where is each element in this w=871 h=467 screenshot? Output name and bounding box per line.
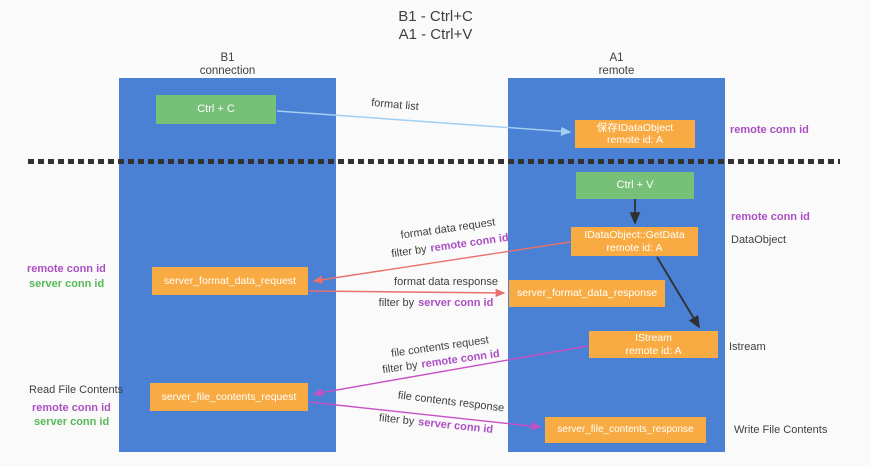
lane-a1-role: remote [598, 65, 635, 77]
ctrl-c-label: Ctrl + C [197, 103, 235, 116]
server-file-contents-request-box: server_file_contents_request [150, 383, 308, 411]
istream-line2: remote id: A [625, 344, 682, 357]
lane-a1-name: A1 [609, 52, 624, 64]
format-request-label: server_format_data_request [164, 274, 296, 287]
ctrl-v-box: Ctrl + V [576, 172, 694, 199]
dataobject-label: DataObject [731, 234, 787, 246]
save-idataobject-box: 保存IDataObject remote id: A [575, 120, 695, 148]
file-request-label: server_file_contents_request [161, 390, 297, 403]
format-data-response-label: format data response [394, 276, 498, 288]
save-idataobject-line1: 保存IDataObject [596, 121, 674, 134]
idataobject-getdata-box: IDataObject::GetData remote id: A [571, 227, 698, 256]
read-server-conn-id: server conn id [34, 416, 110, 428]
server-conn-id-text: server conn id [418, 297, 494, 309]
filter-by-text: filter by [381, 359, 419, 377]
ctrl-c-box: Ctrl + C [156, 95, 276, 124]
format-response-label: server_format_data_response [516, 287, 658, 300]
filter-by-text: filter by [378, 412, 415, 428]
file-response-label: server_file_contents_response [557, 423, 694, 435]
read-file-contents-label: Read File Contents [29, 384, 124, 396]
server-file-contents-response-box: server_file_contents_response [545, 417, 706, 443]
server-format-data-response-box: server_format_data_response [509, 280, 665, 307]
filter-by-text: filter by [378, 297, 415, 309]
save-idataobject-line2: remote id: A [606, 134, 664, 146]
lane-b1-name: B1 [220, 52, 235, 64]
server-conn-id-text: server conn id [417, 416, 494, 436]
ctrl-v-label: Ctrl + V [616, 179, 654, 192]
left-server-conn-id: server conn id [29, 278, 105, 290]
file-contents-response-label: file contents response [397, 389, 505, 415]
lane-header-b1: B1 connection [119, 52, 336, 78]
diagram-title: B1 - Ctrl+C A1 - Ctrl+V [0, 8, 871, 44]
copy-paste-divider [28, 159, 840, 164]
getdata-line2: remote id: A [606, 241, 663, 254]
format-list-label: format list [370, 96, 420, 114]
format-data-response-arrow [308, 288, 506, 298]
server-format-data-request-box: server_format_data_request [152, 267, 308, 295]
istream-line1: IStream [635, 332, 672, 344]
lane-header-a1: A1 remote [508, 52, 725, 78]
filter-by-text: filter by [390, 243, 428, 261]
right-remote-conn-id-mid: remote conn id [731, 211, 810, 223]
lane-b1-role: connection [199, 65, 256, 77]
istream-box: IStream remote id: A [589, 331, 718, 358]
left-remote-conn-id: remote conn id [27, 263, 106, 275]
istream-side-label: Istream [729, 341, 766, 353]
write-file-contents-label: Write File Contents [734, 424, 828, 436]
right-remote-conn-id-top: remote conn id [730, 124, 809, 136]
getdata-line1: IDataObject::GetData [584, 229, 685, 241]
title-line-2: A1 - Ctrl+V [398, 26, 473, 43]
read-remote-conn-id: remote conn id [32, 402, 111, 414]
title-line-1: B1 - Ctrl+C [398, 8, 473, 25]
